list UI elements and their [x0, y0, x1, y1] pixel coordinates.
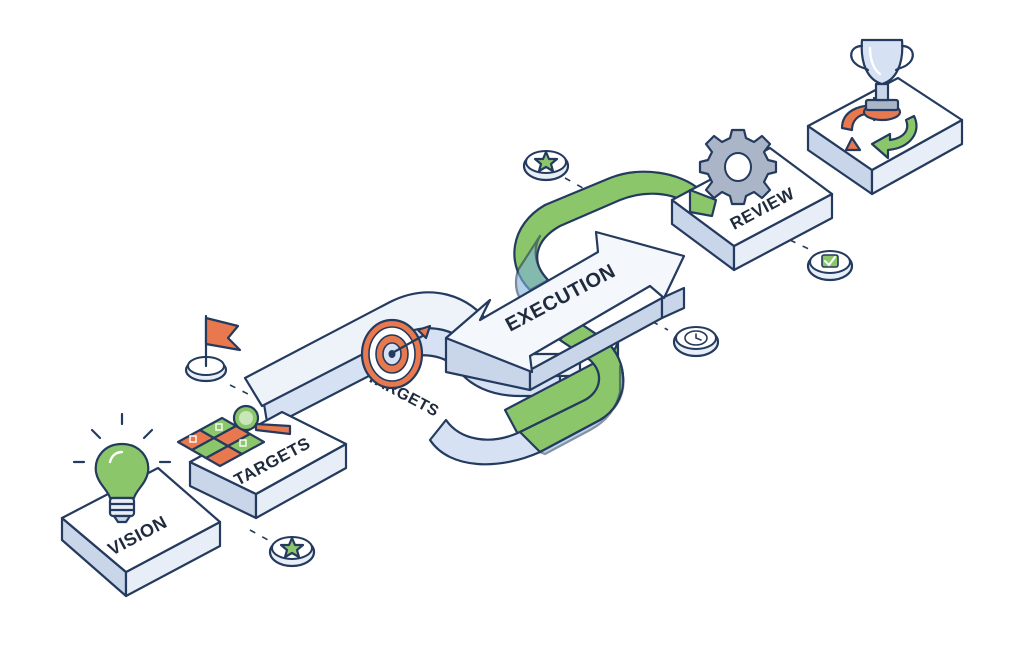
magnifier-icon — [232, 404, 292, 436]
targets-block: TARGETS — [188, 410, 348, 520]
flag-icon — [184, 314, 242, 383]
star-badge-icon — [268, 536, 316, 568]
star-badge-icon — [522, 150, 570, 182]
review-arrow-head — [688, 188, 718, 218]
check-badge-icon — [806, 250, 854, 282]
clock-icon — [672, 326, 720, 358]
trophy-icon — [850, 38, 914, 122]
grid-icon — [176, 416, 266, 468]
gear-icon — [698, 128, 778, 206]
lightbulb-icon — [72, 412, 172, 524]
execution-arrow: EXECUTION — [444, 230, 686, 392]
target-icon — [360, 318, 432, 390]
